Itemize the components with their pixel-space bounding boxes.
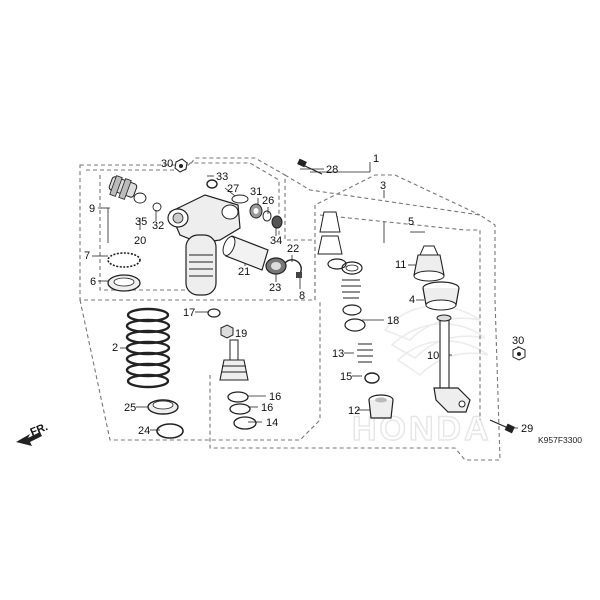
part-seals-31-26-34: [249, 203, 283, 229]
callout-10: 10: [427, 350, 439, 362]
callout-32: 32: [152, 220, 164, 232]
callout-4: 4: [409, 294, 415, 306]
callout-22: 22: [287, 243, 299, 255]
callout-26: 26: [262, 195, 274, 207]
part-bumper-stack: [317, 211, 380, 384]
part-cap-11: [413, 245, 445, 282]
callout-19: 19: [235, 328, 247, 340]
callout-11: 11: [395, 259, 406, 271]
group-boundaries: [79, 157, 501, 461]
callout-31: 31: [250, 186, 262, 198]
diagram-code: K957F3300: [538, 435, 582, 445]
part-rings-7-6: [107, 252, 141, 292]
part-oring-17: [207, 308, 221, 318]
callout-27: 27: [227, 183, 239, 195]
callout-23: 23: [269, 282, 281, 294]
part-reservoir: [222, 235, 269, 271]
part-nut-30-right: [512, 346, 526, 361]
callout-5: 5: [408, 216, 414, 228]
callout-8: 8: [299, 290, 305, 302]
part-bladder-27: [231, 194, 249, 204]
callout-34: 34: [270, 235, 282, 247]
front-direction-indicator: FR.: [16, 421, 50, 446]
callout-7: 7: [84, 250, 90, 262]
part-damper-body: [167, 194, 241, 296]
callout-16-b: 16: [261, 402, 273, 414]
callout-9: 9: [89, 203, 95, 215]
part-orings-35-32: [133, 192, 162, 212]
callout-14: 14: [266, 417, 278, 429]
callout-17: 17: [183, 307, 195, 319]
callout-labels: 1 2 3 4 5 6 7 8 9 10 11 12 13 14 15 16 1…: [84, 153, 533, 437]
part-cup-4: [422, 281, 460, 311]
callout-12: 12: [348, 405, 360, 417]
callout-24: 24: [138, 425, 150, 437]
callout-30-top: 30: [161, 158, 173, 170]
part-clip-33: [206, 179, 218, 189]
honda-wing-watermark: [383, 305, 489, 377]
part-spring-2: [125, 307, 171, 389]
callout-21: 21: [238, 266, 250, 278]
direction-label: FR.: [29, 421, 50, 439]
callout-33: 33: [216, 171, 228, 183]
callout-3: 3: [380, 180, 386, 192]
callout-20: 20: [134, 235, 146, 247]
callout-28: 28: [326, 164, 338, 176]
part-guide-25-24: [147, 399, 184, 439]
part-adjuster-9: [108, 175, 138, 200]
callout-16-a: 16: [269, 391, 281, 403]
callout-30-right: 30: [512, 335, 524, 347]
callout-13: 13: [332, 348, 344, 360]
part-cap-23: [265, 257, 287, 275]
part-bolt-29: [489, 419, 515, 434]
part-nut-19: [220, 324, 234, 339]
callout-6: 6: [90, 276, 96, 288]
part-piston-rod-assy: [219, 339, 257, 430]
callout-15: 15: [340, 371, 352, 383]
part-bracket-12: [368, 394, 394, 419]
callout-25: 25: [124, 402, 136, 414]
callout-2: 2: [112, 342, 118, 354]
part-shaft-10: [433, 314, 471, 413]
part-nut-30-top: [174, 158, 188, 173]
callout-1: 1: [373, 153, 379, 165]
callout-35: 35: [135, 216, 147, 228]
part-bolt-28: [297, 158, 323, 175]
callout-18: 18: [387, 315, 399, 327]
part-bolt-8: [296, 272, 302, 278]
callout-29: 29: [521, 423, 533, 435]
